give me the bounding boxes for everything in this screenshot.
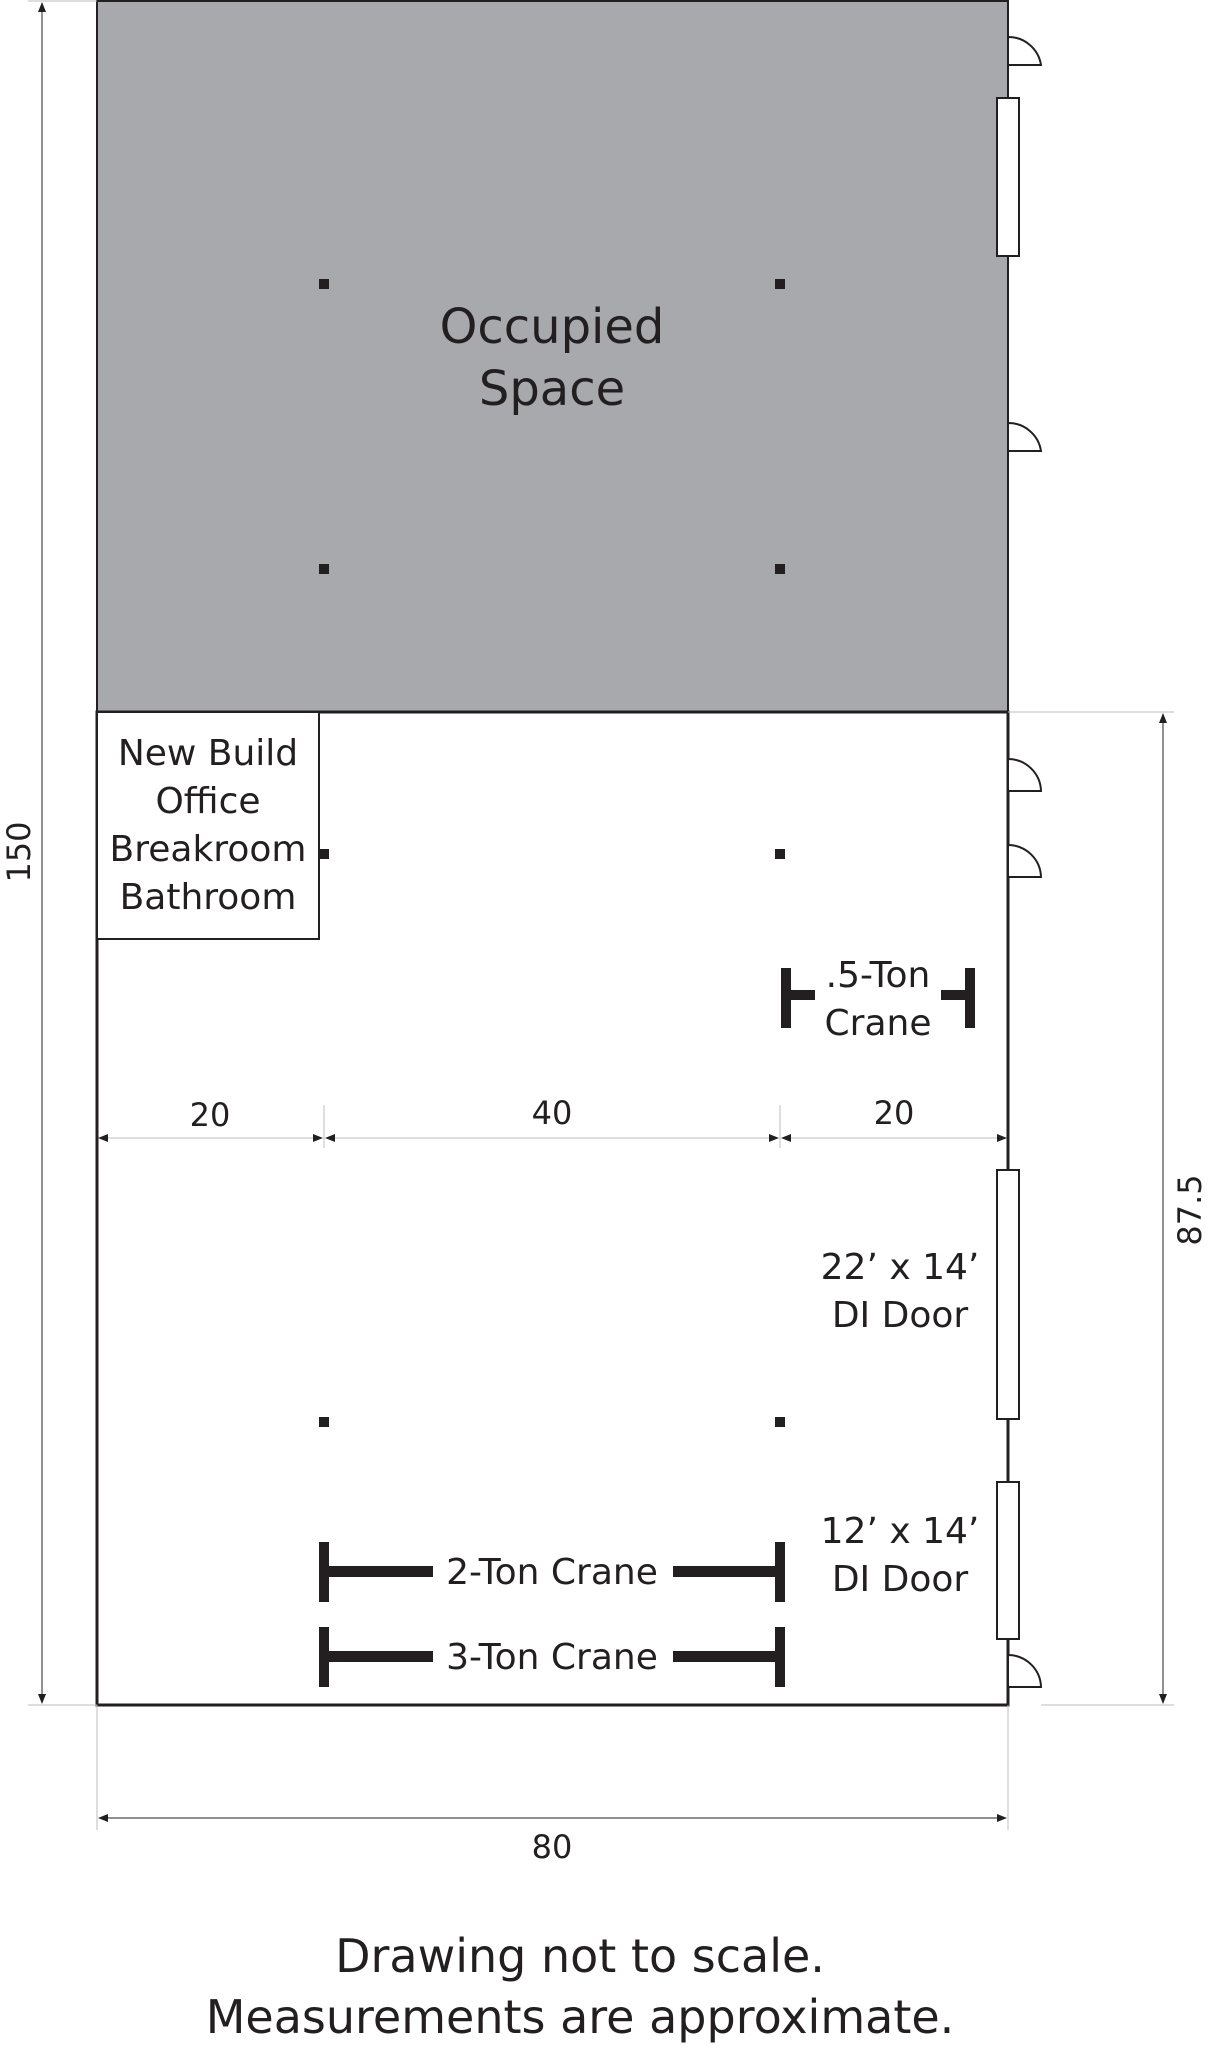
dim-label-150: 150: [0, 821, 38, 882]
large-door-label: 22’ x 14’: [821, 1247, 980, 1288]
column-marker: [775, 1417, 785, 1427]
half-ton-crane-label: Crane: [825, 1003, 932, 1044]
office-label: New Build: [118, 733, 298, 774]
occupied-space-area: [96, 0, 1009, 713]
dim-label-bay-right: 20: [874, 1094, 915, 1132]
office-label: Bathroom: [120, 877, 297, 918]
office-label: Breakroom: [110, 829, 307, 870]
column-marker: [319, 1417, 329, 1427]
overhead-door-small: [996, 1481, 1020, 1640]
window-panel: [996, 97, 1020, 257]
crane-end-truck: [775, 1542, 785, 1602]
scale-note: Drawing not to scale.: [335, 1929, 825, 1983]
office-label: Office: [155, 781, 260, 822]
half-ton-crane-label: .5-Ton: [826, 955, 931, 996]
column-marker: [319, 564, 329, 574]
crane-bracket-arm: [941, 990, 975, 1000]
two-ton-crane-beam: [319, 1542, 785, 1602]
overhead-doors: [996, 97, 1020, 1640]
dim-label-80: 80: [532, 1828, 573, 1866]
three-ton-crane-label: 3-Ton Crane: [446, 1637, 658, 1678]
door-swing-icon: [1007, 421, 1043, 452]
door-swing-icon: [1007, 35, 1043, 66]
occupied-space-label: Occupied: [440, 299, 665, 355]
crane-beam-left: [319, 1651, 433, 1662]
small-door-label: 12’ x 14’: [821, 1511, 980, 1552]
door-swing-icon: [1007, 843, 1043, 878]
scale-note: Measurements are approximate.: [206, 1990, 955, 2044]
dimension-lines: [28, 0, 1174, 1830]
small-door-label: DI Door: [832, 1559, 969, 1600]
personnel-doors: [1007, 35, 1043, 1688]
half-ton-crane-rails: [781, 968, 975, 1028]
column-marker: [775, 279, 785, 289]
column-marker: [775, 849, 785, 859]
dim-label-bay-left: 20: [190, 1096, 231, 1134]
overhead-door-large: [996, 1169, 1020, 1420]
dim-label-87-5: 87.5: [1171, 1174, 1209, 1245]
office-block: [96, 711, 320, 940]
column-marker: [319, 849, 329, 859]
columns: [319, 279, 785, 1427]
crane-beam-right: [673, 1651, 785, 1662]
dim-label-bay-center: 40: [532, 1094, 573, 1132]
occupied-space-label: Space: [479, 361, 625, 417]
column-marker: [319, 279, 329, 289]
two-ton-crane-label: 2-Ton Crane: [446, 1552, 658, 1593]
column-marker: [775, 564, 785, 574]
large-door-label: DI Door: [832, 1295, 969, 1336]
door-swing-icon: [1007, 1653, 1043, 1688]
crane-beam-right: [673, 1566, 785, 1577]
crane-bracket-arm: [781, 990, 815, 1000]
three-ton-crane-beam: [319, 1627, 785, 1687]
crane-end-truck: [775, 1627, 785, 1687]
door-swing-icon: [1007, 757, 1043, 792]
crane-beam-left: [319, 1566, 433, 1577]
